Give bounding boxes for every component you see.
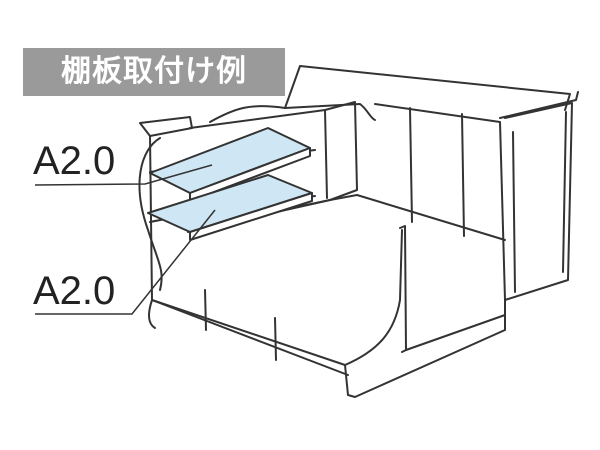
back-wall-post [324, 109, 328, 199]
upper-leader-line [34, 164, 213, 186]
right-wall-panel-line [409, 107, 413, 223]
door-jamb [399, 225, 407, 353]
front-bottom-edge [151, 299, 346, 366]
lower-leader-line [35, 209, 216, 315]
right-wall-inner [374, 103, 506, 301]
right-wall-panel-line [461, 113, 465, 237]
upper-shelf-label: A2.0 [33, 139, 116, 183]
right-front-post-inner [562, 111, 567, 273]
right-front-frame [504, 102, 573, 301]
right-wall-floor-edge [356, 194, 506, 241]
roof-outline [284, 65, 571, 111]
front-panel-line [274, 317, 277, 361]
roof-eave-right [499, 91, 579, 119]
left-bottom-cut [147, 299, 156, 329]
left-cut-curve [138, 137, 163, 291]
front-beam-section [139, 116, 193, 137]
roof-cut-edge [209, 103, 376, 123]
front-plinth [344, 299, 506, 398]
front-panel-line [204, 289, 207, 331]
diagram-title: 棚板取付け例 [61, 54, 247, 89]
title-badge: 棚板取付け例 [23, 48, 285, 96]
door-track [405, 314, 506, 351]
lower-shelf-label: A2.0 [33, 269, 116, 313]
right-front-post [512, 131, 516, 293]
floor-cut-curve [344, 229, 403, 366]
